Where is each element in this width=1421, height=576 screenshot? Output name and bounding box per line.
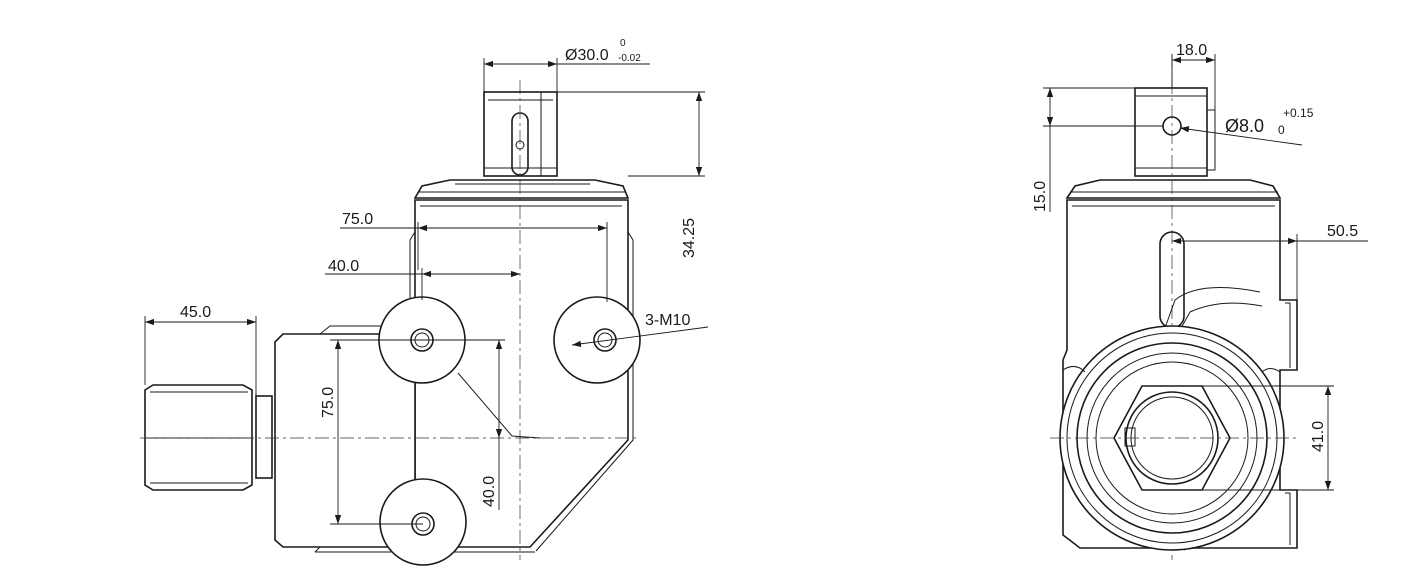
- dim-height-34: 34.25: [557, 91, 705, 258]
- side-port-circle: [1050, 325, 1300, 551]
- shaft-tol-lower: -0.02: [618, 53, 641, 64]
- top-flange: [413, 179, 630, 199]
- height-75-label: 75.0: [320, 387, 337, 418]
- hole-diameter-label: Ø8.0: [1225, 116, 1264, 136]
- height-15-label: 15.0: [1032, 181, 1049, 212]
- width-75-label: 75.0: [342, 211, 373, 228]
- port-45-label: 45.0: [180, 304, 211, 321]
- dim-height-15: 15.0: [1032, 87, 1163, 212]
- dim-width-40: 40.0: [325, 258, 520, 300]
- height-41-label: 41.0: [1310, 421, 1327, 452]
- dim-offset-50: 50.5: [1172, 223, 1368, 300]
- offset-50-label: 50.5: [1327, 223, 1358, 240]
- hole-tol-upper: +0.15: [1283, 106, 1314, 120]
- height-34-label: 34.25: [681, 218, 698, 258]
- dim-height-40: 40.0: [422, 339, 505, 510]
- width-40-label: 40.0: [328, 258, 359, 275]
- side-top-flange: [1065, 179, 1282, 199]
- dim-hole-diameter: Ø8.0 +0.15 0: [1179, 106, 1314, 146]
- top-18-label: 18.0: [1176, 42, 1207, 59]
- dim-height-75: 75.0: [320, 339, 423, 525]
- dim-thread-callout: 3-M10: [571, 312, 709, 347]
- thread-callout-label: 3-M10: [645, 312, 690, 329]
- left-view: Ø30.0 0 -0.02 34.25 75.0 40.0: [140, 38, 709, 566]
- shaft-tol-upper: 0: [620, 38, 626, 49]
- dim-shaft-diameter: Ø30.0 0 -0.02: [483, 38, 650, 92]
- shaft-diameter-label: Ø30.0: [565, 47, 609, 64]
- mounting-boss-bottom: [379, 478, 467, 566]
- dim-top-18: 18.0: [1171, 42, 1216, 110]
- dim-port-45: 45.0: [144, 304, 257, 396]
- dim-width-75: 75.0: [340, 211, 608, 302]
- side-port: [140, 325, 640, 553]
- height-40-label: 40.0: [481, 476, 498, 507]
- right-view: 18.0 Ø8.0 +0.15 0 15.0 50.5 41.0: [1032, 42, 1368, 560]
- dim-height-41: 41.0: [1202, 385, 1334, 491]
- shaft: [483, 80, 558, 560]
- hole-tol-lower: 0: [1278, 123, 1285, 137]
- mounting-boss-right: [553, 296, 641, 384]
